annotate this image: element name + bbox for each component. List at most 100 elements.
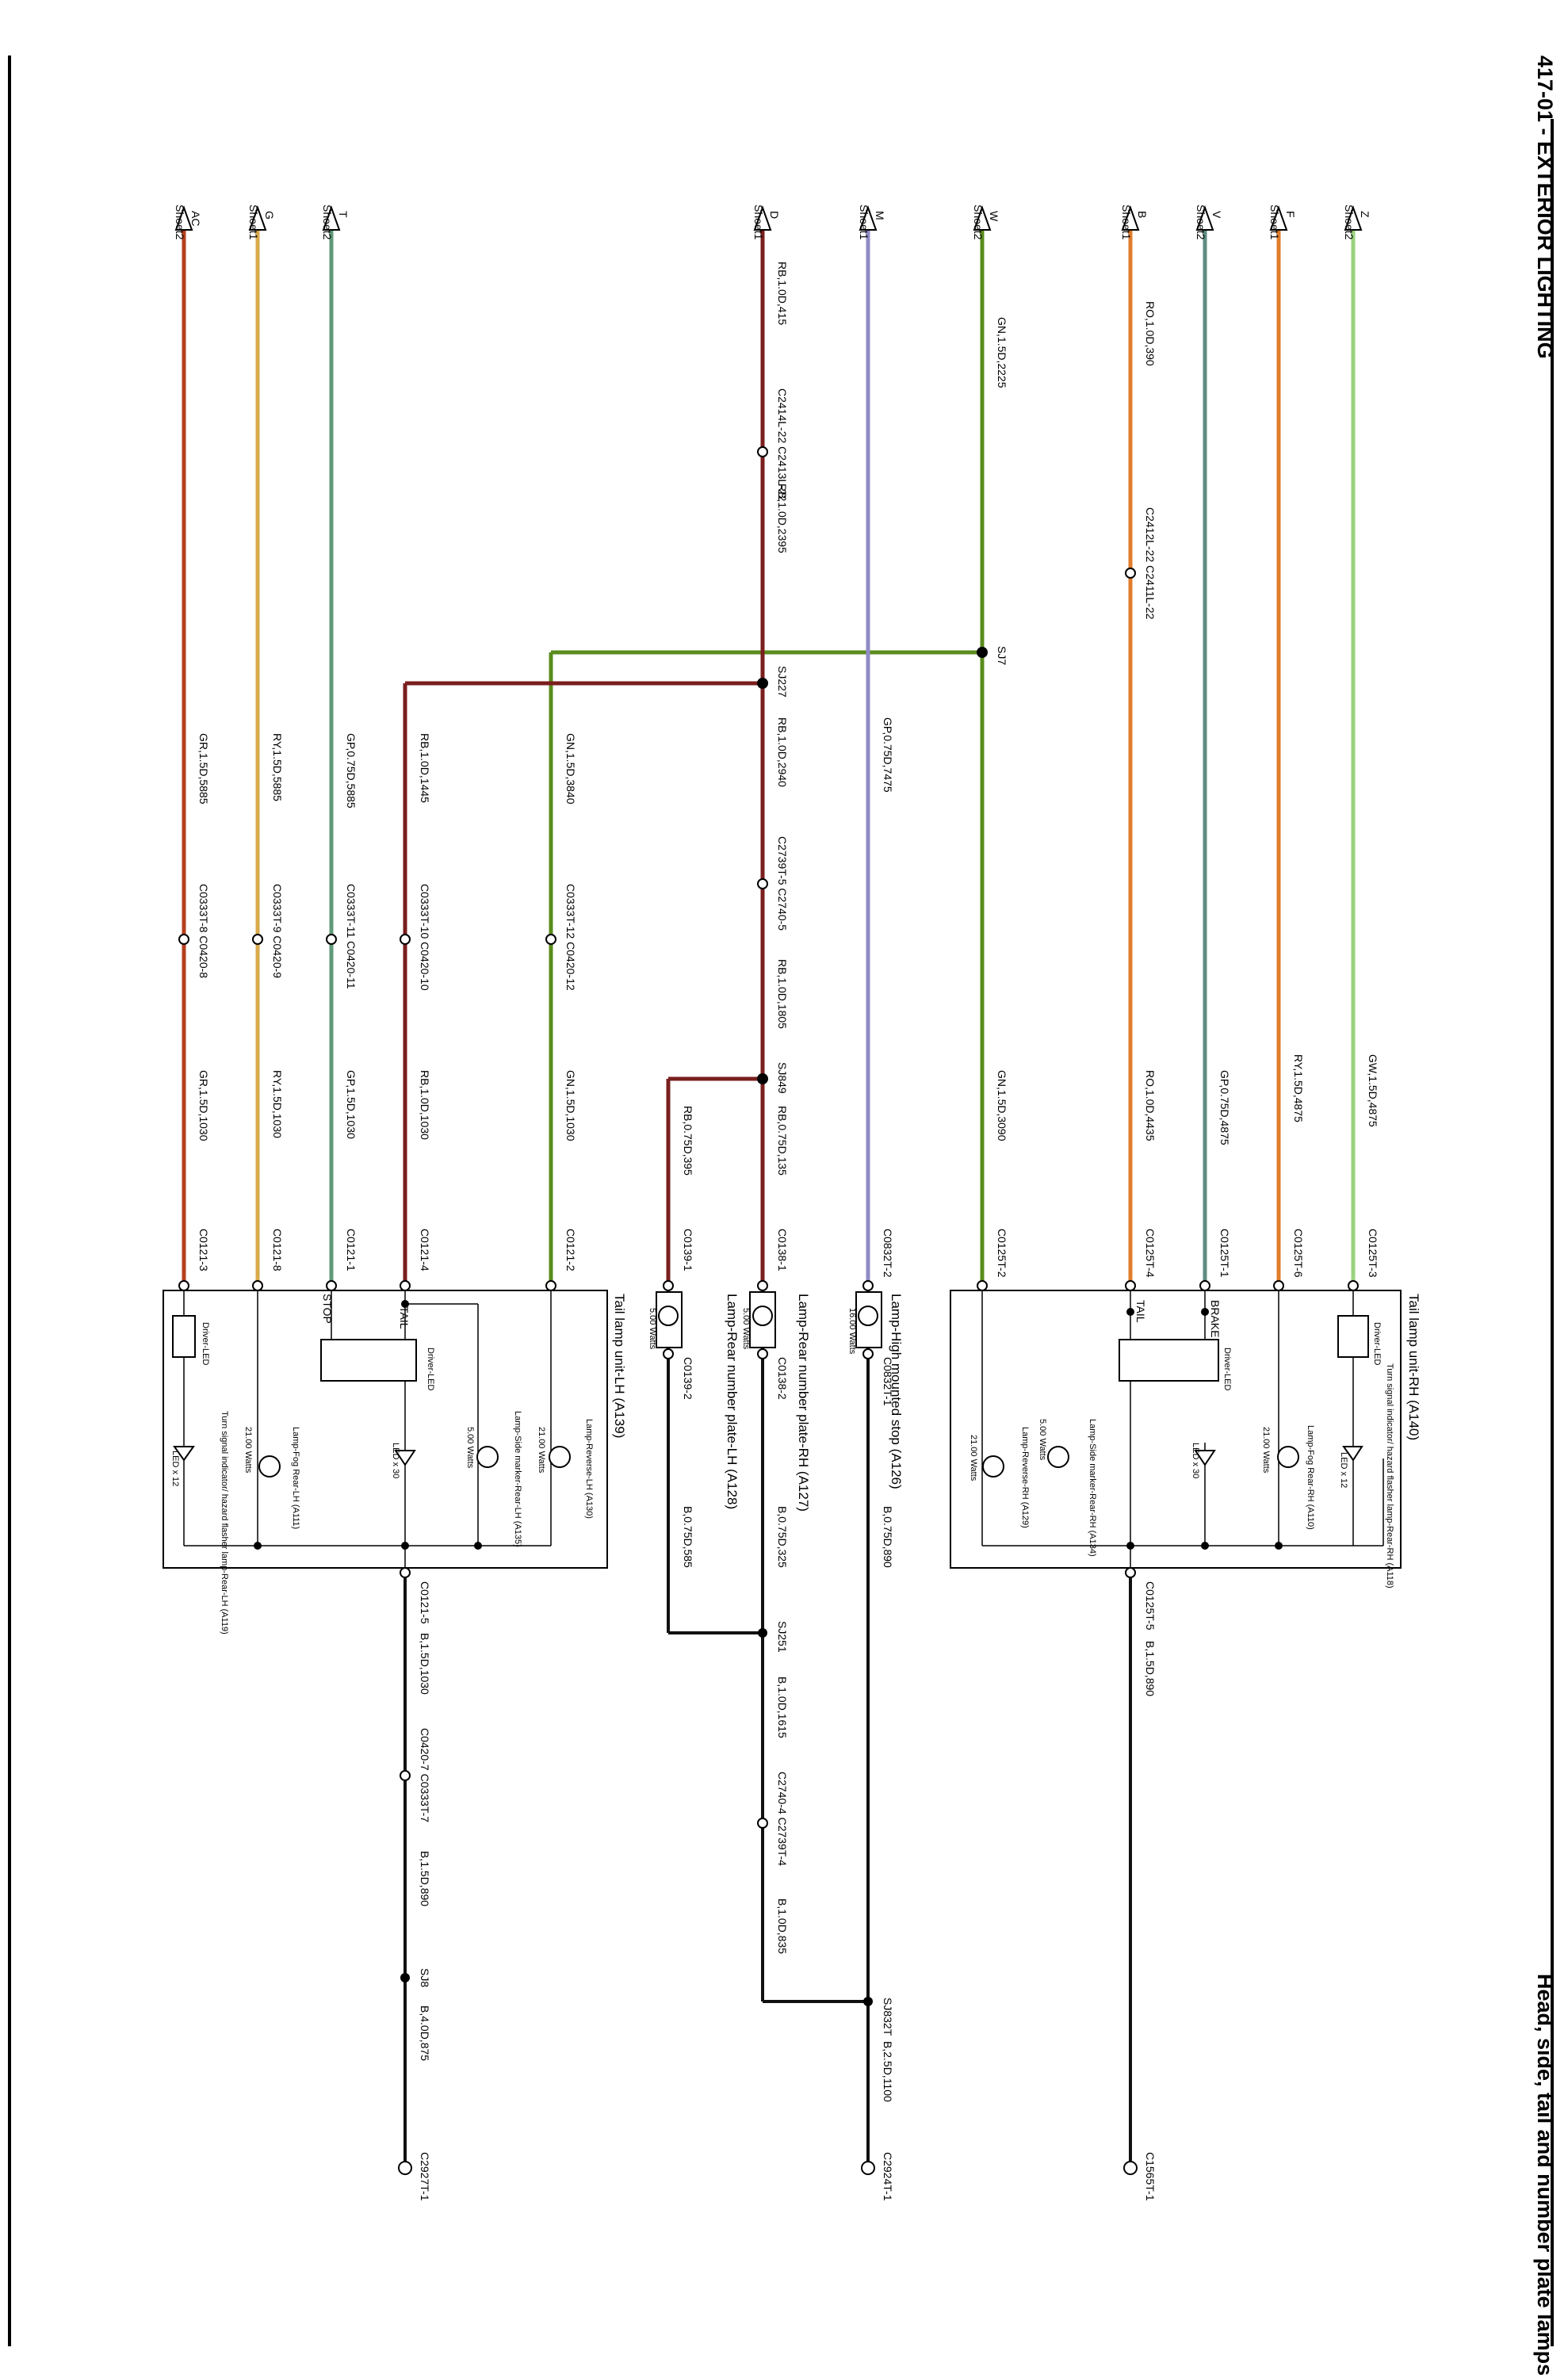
sheet-ref-f: F Sheet1 — [1268, 205, 1297, 240]
svg-text:RB,1.0D,2940: RB,1.0D,2940 — [776, 717, 789, 787]
svg-text:GP,0.75D,7475: GP,0.75D,7475 — [882, 717, 894, 793]
rh-side-marker-lamp-icon — [1047, 1446, 1069, 1468]
high-mounted-stop-lamp: Lamp-High mounted stop (A126) 16.00 Watt… — [847, 1280, 904, 2201]
svg-text:GN,1.5D,3090: GN,1.5D,3090 — [996, 1070, 1008, 1141]
svg-text:D: D — [768, 211, 781, 219]
svg-text:B,0.75D,585: B,0.75D,585 — [682, 1506, 694, 1568]
svg-text:C0138-1: C0138-1 — [776, 1229, 789, 1271]
svg-text:B,2.5D,1100: B,2.5D,1100 — [882, 2041, 894, 2102]
svg-text:C0420-7 C0333T-7: C0420-7 C0333T-7 — [419, 1728, 431, 1822]
svg-text:LED x 30: LED x 30 — [391, 1443, 400, 1478]
svg-text:GW,1.5D,4875: GW,1.5D,4875 — [1367, 1054, 1379, 1127]
sheet-ref-b: B Sheet1 — [1120, 205, 1149, 240]
tail-lamp-unit-lh: Tail lamp unit-LH (A139) — [163, 1280, 627, 1634]
wire-labels: GW,1.5D,4875 RY,1.5D,4875 GP,0.75D,4875 … — [197, 262, 1379, 1176]
svg-text:RO,1.0D,4435: RO,1.0D,4435 — [1144, 1070, 1157, 1141]
svg-text:B,0.75D,325: B,0.75D,325 — [776, 1506, 789, 1568]
svg-text:5.00 Watts: 5.00 Watts — [1038, 1419, 1047, 1461]
svg-text:5.00 Watts: 5.00 Watts — [648, 1308, 657, 1350]
page-subtitle: Head, side, tail and number plate lamps — [1533, 1974, 1557, 2376]
svg-text:GP,0.75D,5885: GP,0.75D,5885 — [345, 733, 358, 809]
svg-text:B,1.0D,1615: B,1.0D,1615 — [776, 1676, 789, 1738]
svg-text:C0333T-10 C0420-10: C0333T-10 C0420-10 — [419, 884, 431, 991]
svg-text:RB,1.0D,415: RB,1.0D,415 — [776, 262, 789, 325]
svg-text:Turn signal indicator/ hazard: Turn signal indicator/ hazard flasher la… — [220, 1411, 229, 1634]
svg-text:V: V — [1210, 211, 1223, 219]
svg-text:LED x 12: LED x 12 — [1339, 1452, 1348, 1488]
svg-text:C0121-3: C0121-3 — [197, 1229, 210, 1271]
number-plate-lamp-rh: Lamp-Rear number plate-RH (A127) 5.00 Wa… — [741, 1280, 811, 2001]
svg-text:21.00 Watts: 21.00 Watts — [537, 1427, 546, 1474]
svg-text:B,1.5D,890: B,1.5D,890 — [419, 1851, 431, 1906]
svg-text:SJ251: SJ251 — [776, 1621, 789, 1653]
inline-connector-icon — [178, 446, 1136, 945]
rh-reverse-lamp-icon — [982, 1455, 1004, 1478]
svg-text:RY,1.5D,4875: RY,1.5D,4875 — [1292, 1054, 1305, 1122]
rh-turn-led-icon — [1342, 1446, 1363, 1462]
svg-text:LED x 30: LED x 30 — [1191, 1443, 1200, 1478]
svg-text:C0125T-5: C0125T-5 — [1144, 1581, 1157, 1631]
svg-text:GP,0.75D,4875: GP,0.75D,4875 — [1218, 1070, 1231, 1145]
svg-text:C1565T-1: C1565T-1 — [1144, 2152, 1157, 2201]
svg-text:W: W — [988, 211, 1000, 222]
tail-lamp-unit-rh: Tail lamp unit-RH (A140) — [950, 1280, 1421, 1589]
svg-text:C0832T-1: C0832T-1 — [882, 1357, 894, 1406]
svg-text:Sheet2: Sheet2 — [1195, 205, 1207, 240]
svg-text:Sheet1: Sheet1 — [858, 205, 870, 240]
svg-text:16.00 Watts: 16.00 Watts — [847, 1308, 857, 1355]
connector-labels: C2412L-22 C2411L-22 C2414L-22 C2413L-22 … — [197, 388, 1379, 1278]
svg-text:Lamp-Reverse-RH (A129): Lamp-Reverse-RH (A129) — [1020, 1427, 1030, 1528]
svg-text:C0139-2: C0139-2 — [682, 1357, 694, 1400]
svg-text:21.00 Watts: 21.00 Watts — [1261, 1427, 1271, 1474]
lh-ground-wire: C0121-5 B,1.5D,1030 C0420-7 C0333T-7 B,1… — [398, 1577, 431, 2201]
svg-text:G: G — [263, 211, 276, 220]
sheet-ref-v: V Sheet2 — [1195, 205, 1223, 240]
svg-text:TAIL: TAIL — [398, 1306, 411, 1329]
svg-text:Tail lamp unit-RH (A140): Tail lamp unit-RH (A140) — [1406, 1294, 1421, 1440]
svg-text:TAIL: TAIL — [1134, 1300, 1147, 1323]
lh-driver-led-top-box — [172, 1315, 196, 1358]
rh-brake-led-icon — [1194, 1450, 1216, 1466]
svg-text:B,0.75D,890: B,0.75D,890 — [882, 1506, 894, 1568]
svg-text:C0121-4: C0121-4 — [419, 1229, 431, 1271]
splice-sj849 — [757, 1073, 768, 1084]
rh-fog-lamp-icon — [1277, 1446, 1299, 1468]
svg-text:B: B — [1136, 211, 1149, 218]
svg-text:B,1.0D,835: B,1.0D,835 — [776, 1898, 789, 1954]
svg-text:Lamp-High mounted stop (A126): Lamp-High mounted stop (A126) — [889, 1294, 904, 1489]
svg-text:C0125T-6: C0125T-6 — [1292, 1229, 1305, 1278]
svg-text:RB,0.75D,395: RB,0.75D,395 — [682, 1106, 694, 1176]
svg-text:Lamp-Side marker-Rear-LH (A135: Lamp-Side marker-Rear-LH (A135) — [513, 1411, 522, 1547]
svg-text:C0333T-8 C0420-8: C0333T-8 C0420-8 — [197, 884, 210, 978]
rear-ground-network: SJ251 B,1.0D,1615 C2740-4 C2739T-4 B,1.0… — [668, 1621, 873, 2006]
number-plate-lamp-lh: Lamp-Rear number plate-LH (A128) 5.00 Wa… — [648, 1280, 740, 1633]
svg-text:C0121-8: C0121-8 — [271, 1229, 284, 1271]
svg-text:C2927T-1: C2927T-1 — [419, 2152, 431, 2201]
svg-text:GN,1.5D,1030: GN,1.5D,1030 — [564, 1070, 577, 1141]
svg-text:GN,1.5D,2225: GN,1.5D,2225 — [996, 317, 1008, 388]
svg-text:5.00 Watts: 5.00 Watts — [741, 1308, 751, 1350]
svg-text:GR,1.5D,5885: GR,1.5D,5885 — [197, 733, 210, 805]
sheet-ref-t: T Sheet2 — [321, 205, 350, 240]
svg-text:Sheet1: Sheet1 — [247, 205, 260, 240]
sheet-ref-z: Z Sheet2 — [1343, 205, 1371, 240]
svg-text:C2412L-22 C2411L-22: C2412L-22 C2411L-22 — [1144, 507, 1157, 620]
svg-text:RB,1.0D,2395: RB,1.0D,2395 — [776, 484, 789, 553]
svg-text:Driver-LED: Driver-LED — [1372, 1322, 1382, 1365]
svg-text:C0138-2: C0138-2 — [776, 1357, 789, 1400]
svg-text:Driver-LED: Driver-LED — [426, 1348, 435, 1390]
svg-text:C0125T-3: C0125T-3 — [1367, 1229, 1379, 1278]
svg-text:SJ832T: SJ832T — [882, 1998, 894, 2036]
wire-w — [549, 226, 985, 1286]
svg-text:BRAKE: BRAKE — [1209, 1300, 1222, 1337]
lh-side-marker-lamp-icon — [476, 1446, 499, 1468]
svg-text:Sheet2: Sheet2 — [174, 205, 186, 240]
svg-text:SJ227: SJ227 — [776, 666, 789, 698]
lh-fog-lamp-icon — [258, 1455, 281, 1478]
svg-text:RY,1.5D,5885: RY,1.5D,5885 — [271, 733, 284, 801]
lh-reverse-lamp-icon — [549, 1446, 571, 1468]
svg-text:Sheet1: Sheet1 — [1120, 205, 1133, 240]
svg-text:F: F — [1284, 211, 1297, 218]
svg-text:Lamp-Side marker-Rear-RH (A134: Lamp-Side marker-Rear-RH (A134) — [1088, 1419, 1097, 1557]
